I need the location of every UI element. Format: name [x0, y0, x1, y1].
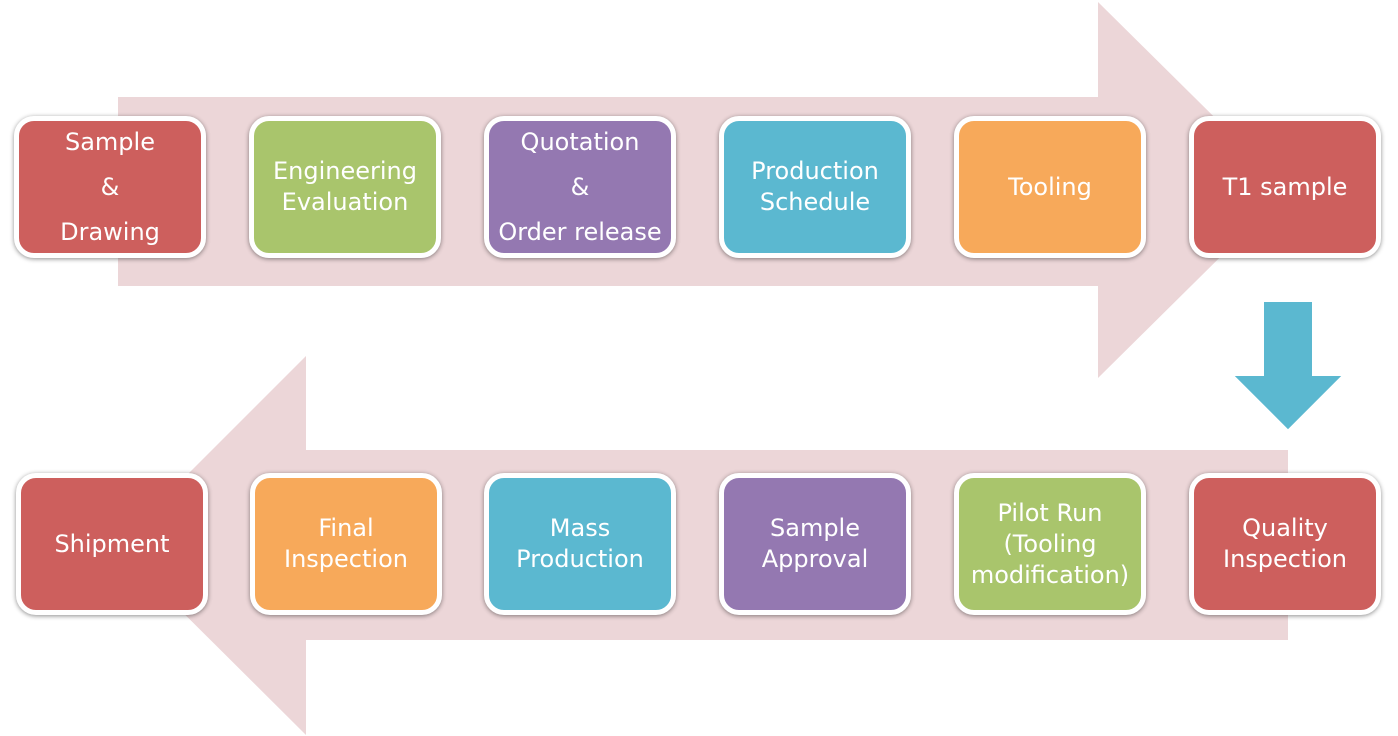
step-quality-inspection: Quality Inspection	[1189, 473, 1381, 615]
step-production-schedule: Production Schedule	[719, 116, 911, 258]
step-mass-production: Mass Production	[484, 473, 676, 615]
step-sample-approval: Sample Approval	[719, 473, 911, 615]
step-label: Quality Inspection	[1223, 514, 1347, 573]
step-quotation-order-release: Quotation & Order release	[484, 116, 676, 258]
step-label: Sample Approval	[761, 514, 869, 573]
step-label: Tooling	[1008, 172, 1092, 201]
step-tooling: Tooling	[954, 116, 1146, 258]
step-final-inspection: Final Inspection	[250, 473, 442, 615]
step-t1-sample: T1 sample	[1189, 116, 1381, 258]
step-label: Mass Production	[516, 514, 644, 573]
step-label: Sample & Drawing	[60, 127, 160, 246]
step-label: T1 sample	[1222, 172, 1348, 201]
step-engineering-evaluation: Engineering Evaluation	[249, 116, 441, 258]
step-label: Production Schedule	[751, 157, 879, 216]
step-shipment: Shipment	[16, 473, 208, 615]
step-pilot-run: Pilot Run (Tooling modification)	[954, 473, 1146, 615]
step-sample-drawing: Sample & Drawing	[14, 116, 206, 258]
down-arrow-icon	[1225, 298, 1351, 435]
left-flow-arrow	[116, 356, 1288, 735]
step-label: Shipment	[54, 529, 170, 558]
step-label: Quotation & Order release	[498, 127, 662, 246]
step-label: Pilot Run (Tooling modification)	[970, 498, 1130, 589]
step-label: Final Inspection	[284, 514, 408, 573]
step-label: Engineering Evaluation	[273, 157, 417, 216]
right-flow-arrow	[118, 2, 1288, 378]
